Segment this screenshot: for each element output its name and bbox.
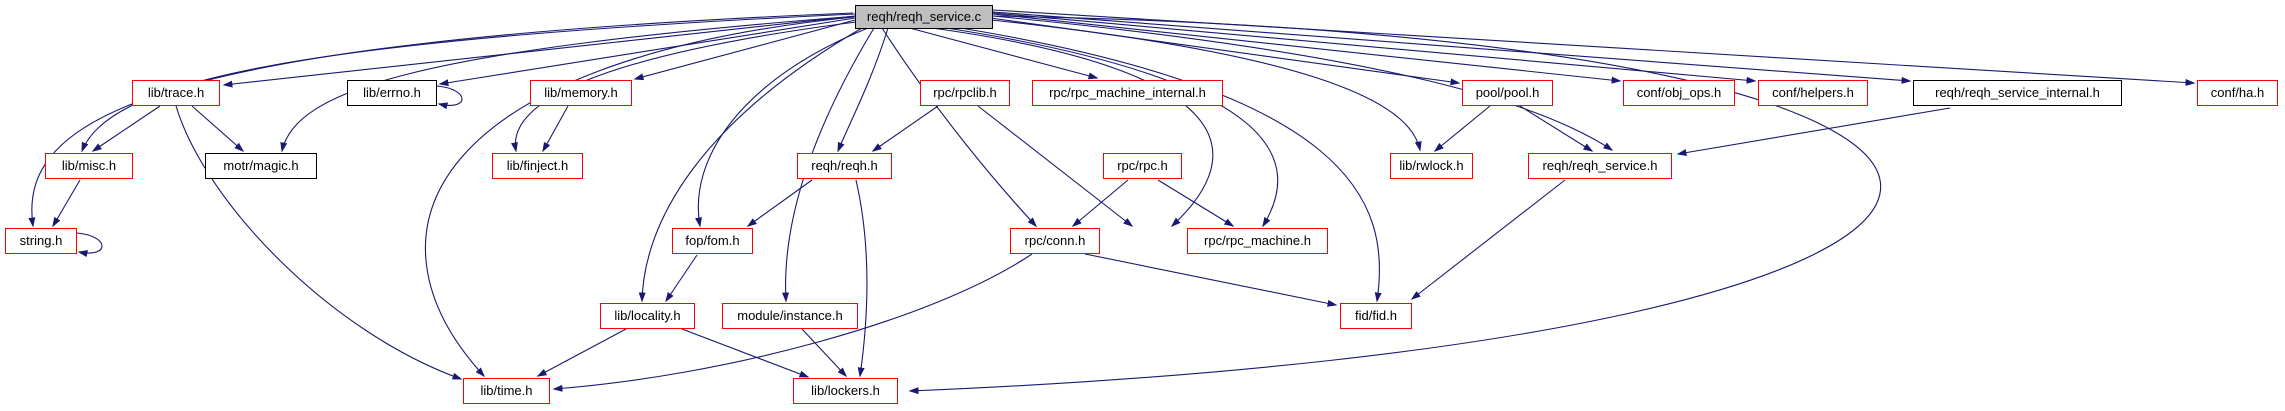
edge-root-to-service xyxy=(992,15,1614,151)
node-errno[interactable]: lib/errno.h xyxy=(347,80,437,106)
edge-rpc-to-conn xyxy=(1071,179,1129,227)
node-finject[interactable]: lib/finject.h xyxy=(492,153,583,179)
node-string[interactable]: string.h xyxy=(5,228,77,254)
edge-root-to-instance xyxy=(782,27,875,303)
node-rpcmi[interactable]: rpc/rpc_machine_internal.h xyxy=(1032,80,1223,106)
edge-reqh-to-fom xyxy=(746,179,813,227)
edge-root-to-reqh xyxy=(837,27,889,153)
edge-root-to-machine xyxy=(939,26,1279,228)
edge-internal-to-service xyxy=(1676,107,1951,157)
edge-instance-to-lockers xyxy=(801,328,848,378)
node-locality[interactable]: lib/locality.h xyxy=(600,303,695,329)
node-helpers[interactable]: conf/helpers.h xyxy=(1758,80,1868,106)
edge-reqh-to-lockers xyxy=(855,179,868,378)
node-reqh[interactable]: reqh/reqh.h xyxy=(797,153,892,179)
edge-root-to-finject xyxy=(511,21,857,153)
edge-root-to-rpcmi xyxy=(901,25,1099,80)
edge-misc-to-string xyxy=(52,179,81,228)
edge-locality-to-lockers xyxy=(681,328,810,378)
edge-pool-to-service xyxy=(1519,105,1594,152)
edge-memory-to-finject xyxy=(542,105,569,153)
edge-root-to-rwlock xyxy=(990,19,1422,152)
edge-root-to-internal xyxy=(992,11,1912,84)
edge-root-to-string xyxy=(28,12,854,228)
edge-rpclib-to-rpc xyxy=(977,105,1134,227)
node-fid[interactable]: fid/fid.h xyxy=(1340,303,1412,329)
edge-pool-to-rwlock xyxy=(1433,105,1491,152)
edge-root-to-fid xyxy=(947,25,1382,303)
edge-rpc-to-machine xyxy=(1157,179,1235,227)
edge-root-to-rpc xyxy=(931,27,1214,228)
edge-trace-to-misc xyxy=(91,105,161,152)
edge-conn-to-fid xyxy=(1084,253,1338,307)
node-root: reqh/reqh_service.c xyxy=(855,5,993,29)
edge-root-to-helpers xyxy=(992,12,1757,84)
edge-root-to-conn xyxy=(881,27,1038,228)
node-misc[interactable]: lib/misc.h xyxy=(45,153,133,179)
node-rwlock[interactable]: lib/rwlock.h xyxy=(1390,153,1473,179)
node-instance[interactable]: module/instance.h xyxy=(722,303,858,329)
edge-trace-to-time xyxy=(175,105,463,380)
edge-root-to-locality xyxy=(638,27,863,303)
edge-service-to-fid xyxy=(1410,179,1566,300)
edge-errno-to-errno xyxy=(436,85,463,110)
node-magic[interactable]: motr/magic.h xyxy=(205,153,317,179)
edge-string-to-string xyxy=(76,232,103,258)
node-internal[interactable]: reqh/reqh_service_internal.h xyxy=(1913,80,2122,106)
edge-root-to-fom xyxy=(695,27,869,228)
edge-root-to-trace xyxy=(222,15,856,88)
edge-rpclib-to-reqh xyxy=(871,105,939,152)
node-pool[interactable]: pool/pool.h xyxy=(1462,80,1553,106)
node-time[interactable]: lib/time.h xyxy=(463,378,550,404)
node-objops[interactable]: conf/obj_ops.h xyxy=(1623,80,1735,106)
edge-fom-to-locality xyxy=(665,254,698,303)
edge-locality-to-time xyxy=(536,328,627,377)
node-ha[interactable]: conf/ha.h xyxy=(2197,80,2278,106)
edge-root-to-magic xyxy=(280,15,859,153)
node-machine[interactable]: rpc/rpc_machine.h xyxy=(1187,228,1328,254)
node-conn[interactable]: rpc/conn.h xyxy=(1010,228,1100,254)
edge-trace-to-magic xyxy=(191,105,245,152)
edge-root-to-errno xyxy=(438,17,856,87)
node-trace[interactable]: lib/trace.h xyxy=(132,80,220,106)
node-rpc[interactable]: rpc/rpc.h xyxy=(1103,153,1182,179)
edge-conn-to-time xyxy=(552,253,1033,392)
node-memory[interactable]: lib/memory.h xyxy=(530,80,632,106)
node-rpclib[interactable]: rpc/rpclib.h xyxy=(920,80,1010,106)
node-service[interactable]: reqh/reqh_service.h xyxy=(1528,153,1672,179)
edge-root-to-objops xyxy=(992,13,1622,84)
node-fom[interactable]: fop/fom.h xyxy=(672,228,753,254)
edge-root-to-time xyxy=(425,16,855,378)
edge-root-to-lockers xyxy=(908,15,1882,395)
node-lockers[interactable]: lib/lockers.h xyxy=(793,378,898,404)
edge-root-to-memory xyxy=(633,19,856,81)
